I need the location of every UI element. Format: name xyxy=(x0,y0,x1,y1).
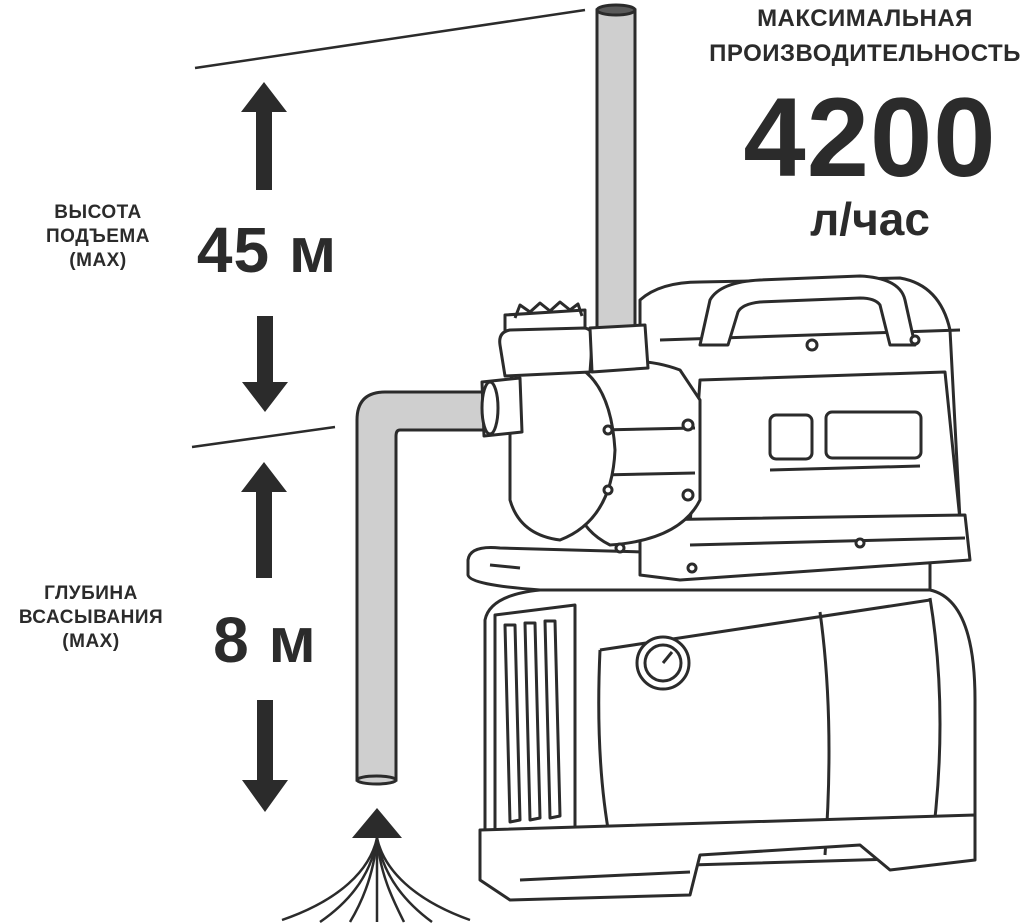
middle-reference-line xyxy=(191,425,336,449)
performance-value: 4200 xyxy=(743,75,997,200)
discharge-pipe xyxy=(595,8,637,334)
lift-height-caption-line2: ПОДЪЕМА xyxy=(46,225,150,247)
arrow-up-icon xyxy=(241,462,287,578)
water-flow-icon xyxy=(281,808,471,923)
top-reference-line xyxy=(194,8,586,70)
suction-depth-caption: ГЛУБИНА ВСАСЫВАНИЯ (MAX) xyxy=(0,582,182,653)
lift-height-caption-line3: (MAX) xyxy=(69,249,127,271)
lift-height-caption: ВЫСОТА ПОДЪЕМА (MAX) xyxy=(18,201,178,272)
lift-height-value: 45 м xyxy=(196,214,338,286)
suction-pipe xyxy=(355,390,500,782)
suction-depth-value: 8 м xyxy=(213,604,317,676)
suction-depth-caption-line1: ГЛУБИНА xyxy=(44,583,138,604)
performance-caption: МАКСИМАЛЬНАЯ ПРОИЗВОДИТЕЛЬНОСТЬ xyxy=(705,2,1025,72)
suction-pipe-end xyxy=(355,774,398,786)
suction-depth-caption-line3: (MAX) xyxy=(62,630,120,652)
discharge-pipe-end xyxy=(595,3,637,17)
arrow-down-icon xyxy=(242,316,288,412)
arrow-up-icon xyxy=(241,82,287,190)
performance-caption-line2: ПРОИЗВОДИТЕЛЬНОСТЬ xyxy=(709,39,1021,67)
lift-height-caption-line1: ВЫСОТА xyxy=(54,202,142,223)
arrow-down-icon xyxy=(242,700,288,812)
performance-caption-line1: МАКСИМАЛЬНАЯ xyxy=(757,5,973,32)
performance-unit: л/час xyxy=(810,193,930,245)
pump-unit xyxy=(466,274,977,902)
suction-depth-caption-line2: ВСАСЫВАНИЯ xyxy=(18,606,164,628)
